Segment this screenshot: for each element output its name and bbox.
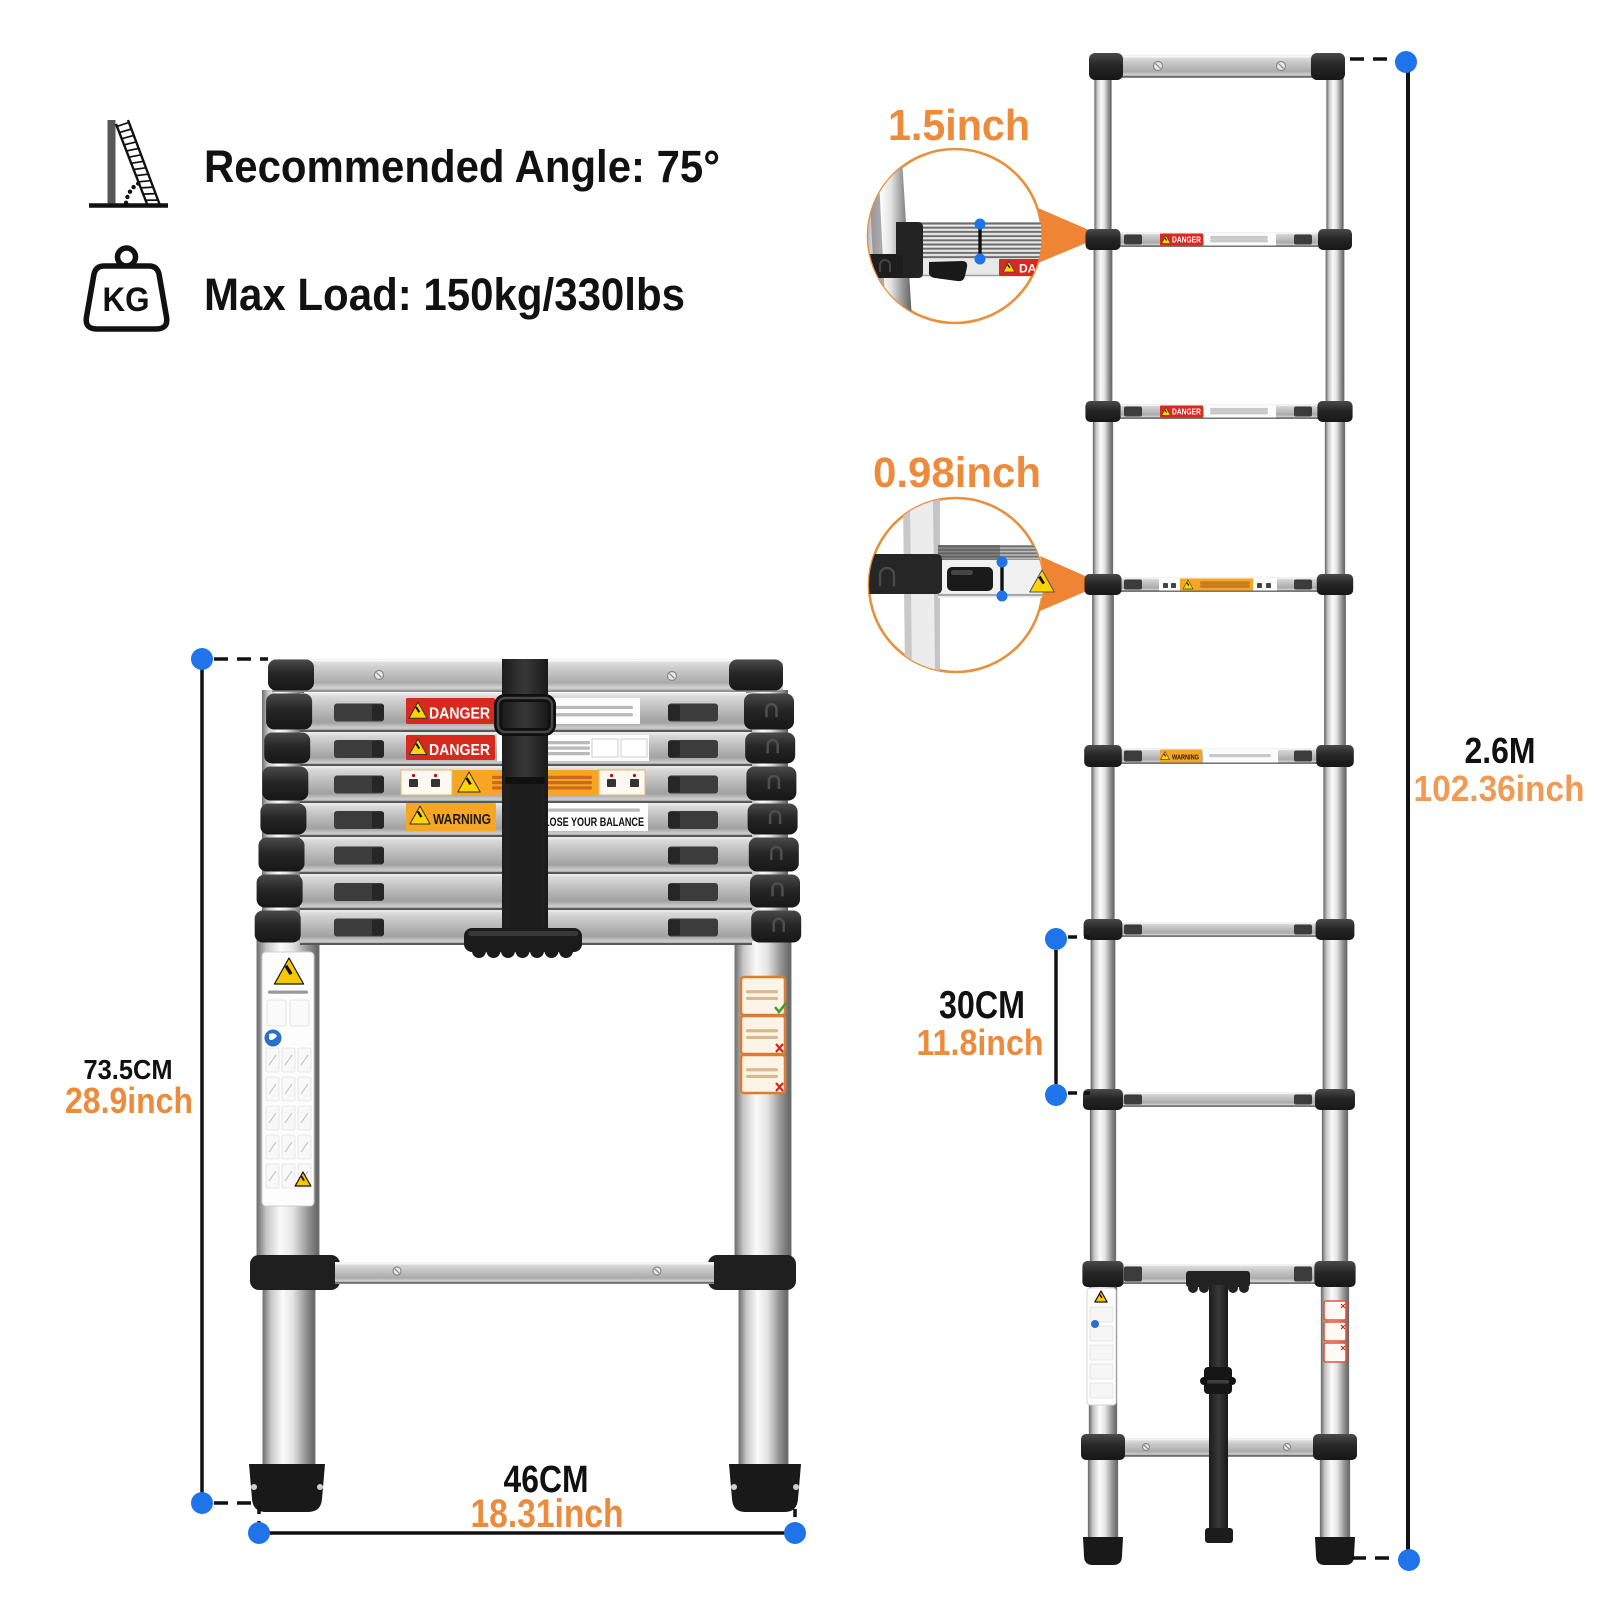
svg-text:WARNING: WARNING <box>433 811 491 828</box>
svg-text:DANGER: DANGER <box>1172 407 1201 417</box>
svg-text:102.36inch: 102.36inch <box>1414 768 1585 809</box>
svg-text:WARNING: WARNING <box>1172 755 1199 762</box>
svg-text:46CM: 46CM <box>504 1459 589 1501</box>
svg-text:1.5inch: 1.5inch <box>888 101 1030 150</box>
svg-text:18.31inch: 18.31inch <box>471 1492 624 1536</box>
svg-text:2.6M: 2.6M <box>1465 730 1536 771</box>
svg-text:0.98inch: 0.98inch <box>873 449 1041 497</box>
svg-text:KG: KG <box>103 281 150 319</box>
svg-text:Recommended Angle: 75°: Recommended Angle: 75° <box>204 141 720 192</box>
svg-text:DANGER: DANGER <box>429 705 490 723</box>
svg-text:11.8inch: 11.8inch <box>917 1022 1044 1063</box>
svg-text:DA: DA <box>1019 262 1037 276</box>
svg-text:DANGER: DANGER <box>1172 235 1201 245</box>
svg-text:DANGER: DANGER <box>429 742 490 759</box>
svg-text:28.9inch: 28.9inch <box>65 1080 193 1121</box>
svg-text:Max Load: 150kg/330lbs: Max Load: 150kg/330lbs <box>204 269 685 320</box>
svg-text:LOSE YOUR BALANCE: LOSE YOUR BALANCE <box>544 817 644 829</box>
svg-text:73.5CM: 73.5CM <box>84 1054 173 1085</box>
svg-text:30CM: 30CM <box>939 984 1025 1027</box>
